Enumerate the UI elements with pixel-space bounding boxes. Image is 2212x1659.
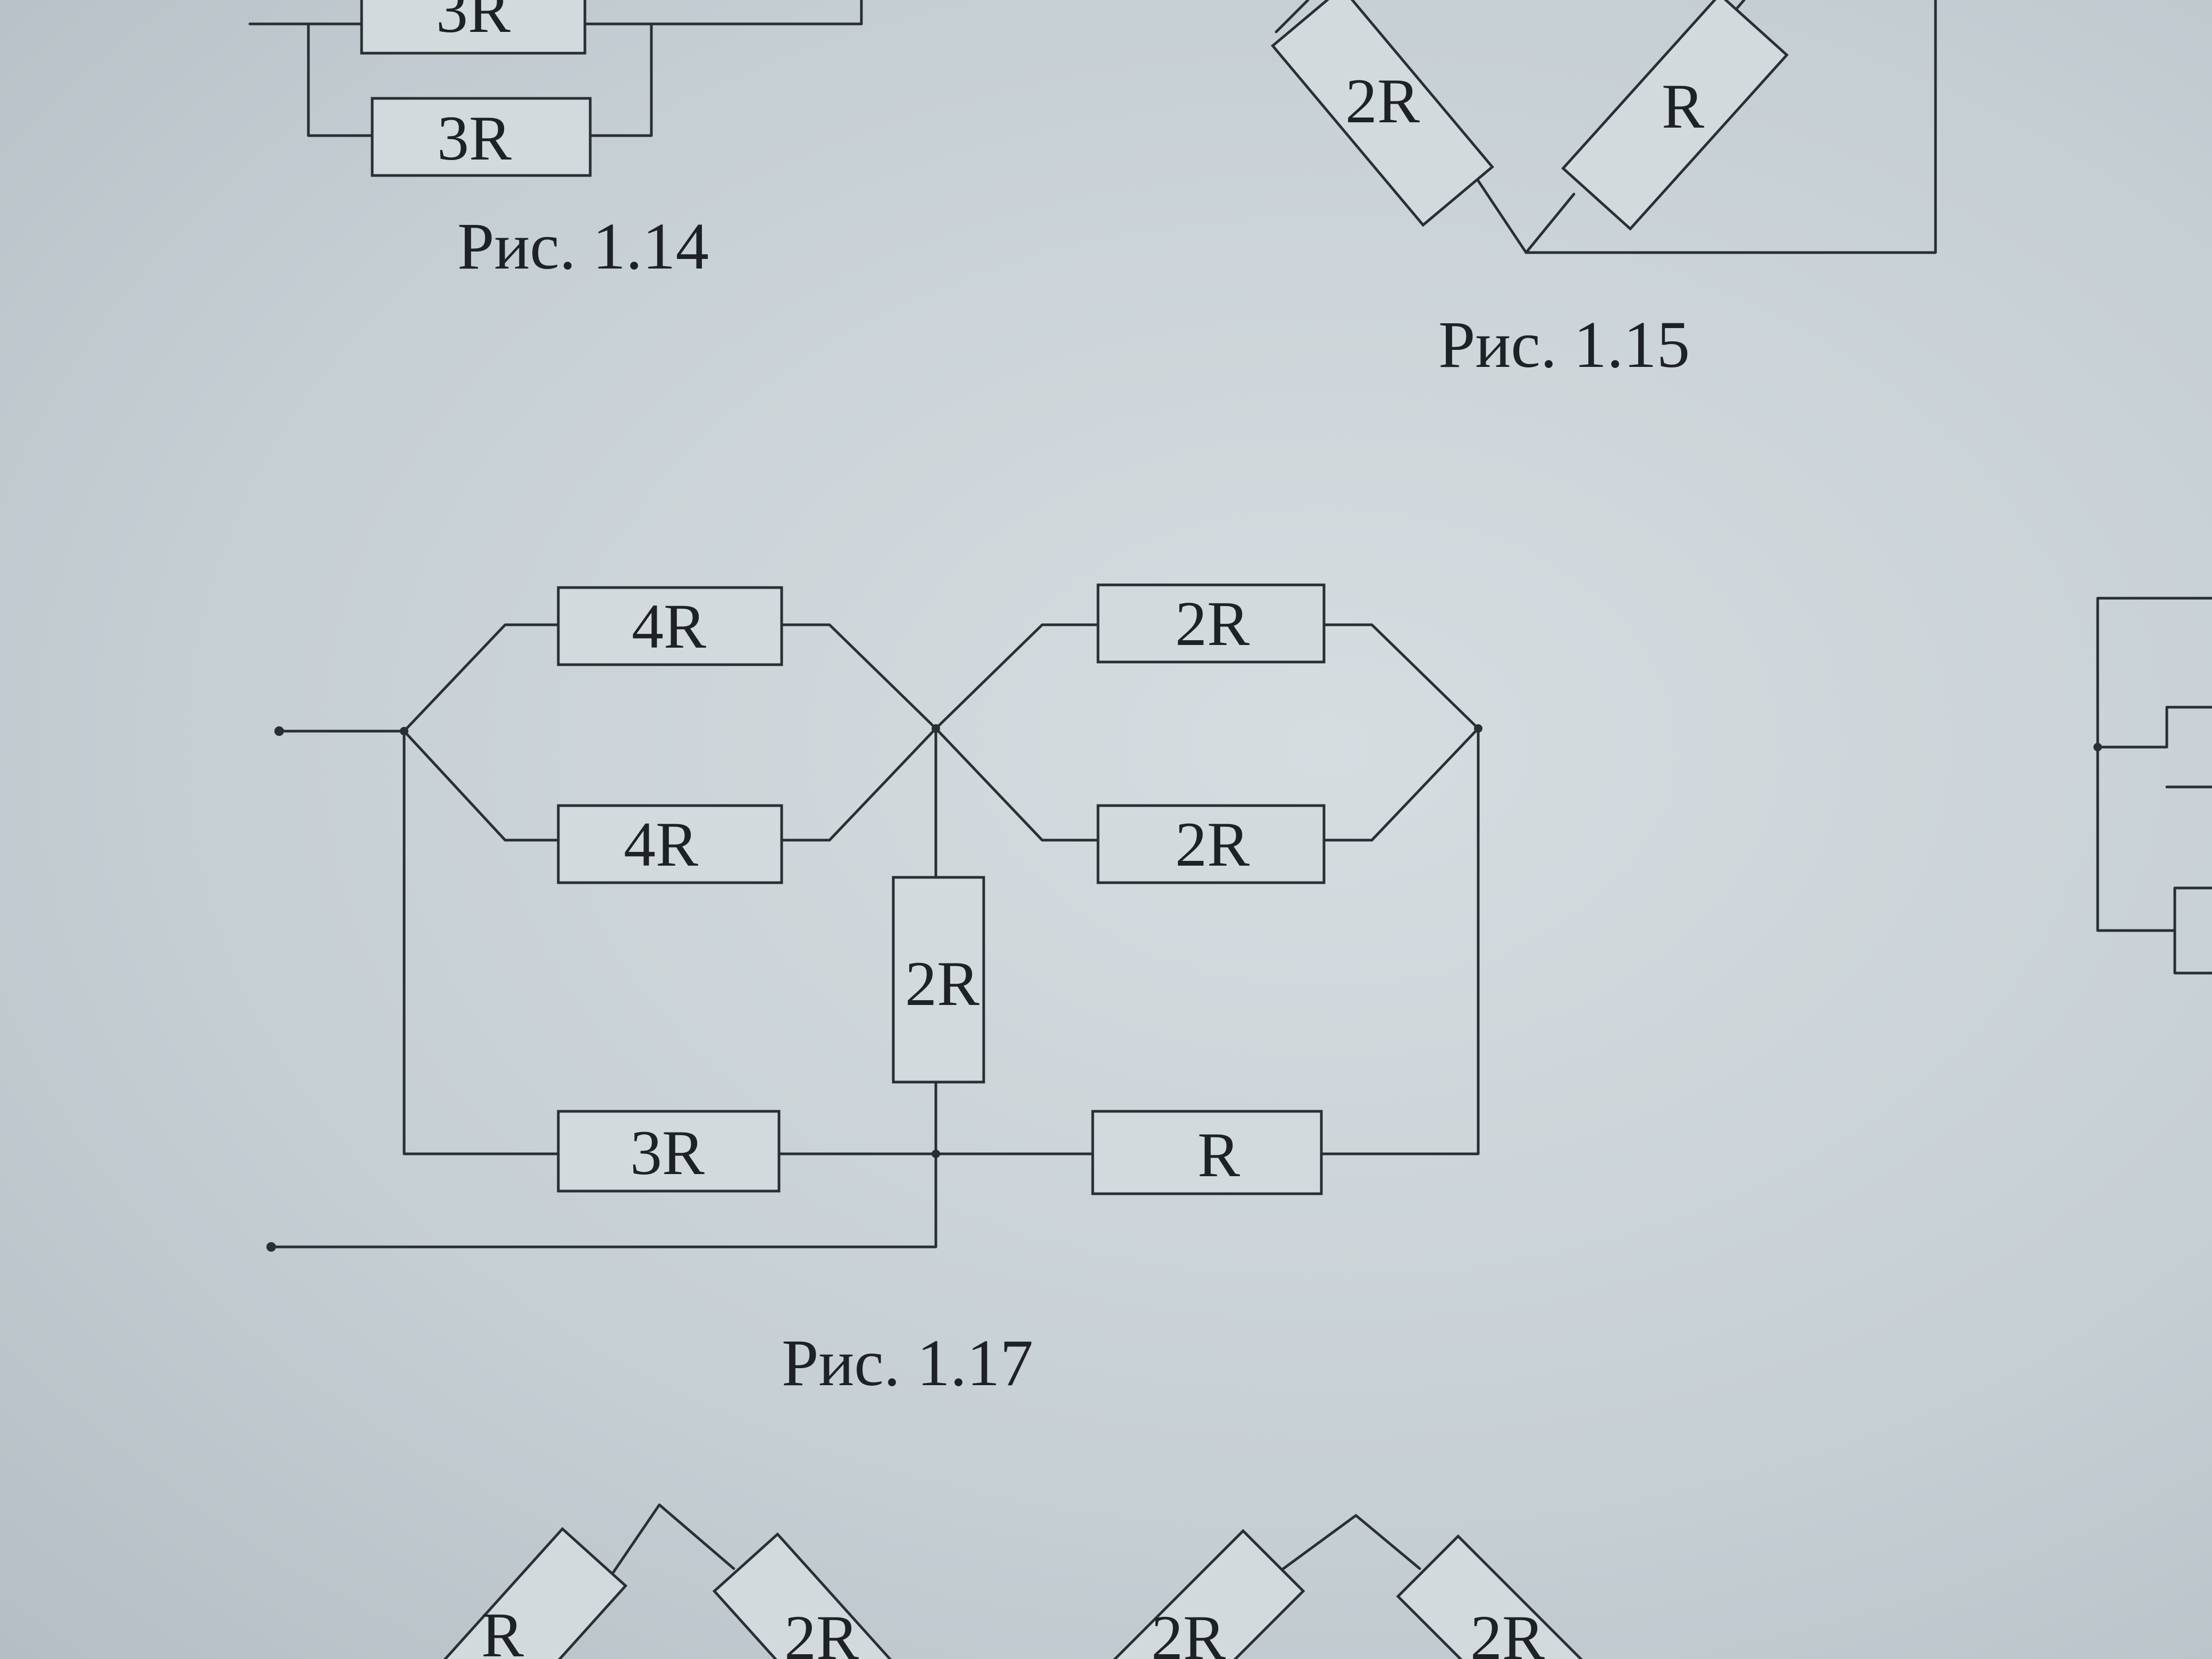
bottom-right-resistor-left-label: 2R <box>1151 1602 1226 1659</box>
fig17-node-right <box>1474 724 1482 733</box>
bottom-left-resistor-r <box>425 1527 628 1659</box>
fig17-resistor-mid-right <box>1096 804 1326 884</box>
fig15-wires <box>1275 0 1937 254</box>
right-partial-wires <box>2096 597 2212 975</box>
fig17-caption: Рис. 1.17 <box>782 1327 1033 1400</box>
fig17-terminal-output <box>266 1242 276 1252</box>
fig14-resistor-bottom <box>371 97 592 177</box>
fig17-resistor-mid-left <box>557 804 783 884</box>
fig17-resistor-top-right-label: 2R <box>1175 588 1250 659</box>
bottom-right-resistor-left <box>1098 1529 1305 1659</box>
figure-bottom-left-partial: R 2R <box>425 1503 915 1659</box>
fig14-resistor-bottom-label: 3R <box>437 103 512 173</box>
fig17-resistor-vertical-label: 2R <box>905 948 979 1019</box>
fig17-node-center <box>932 724 940 733</box>
fig17-top-left-branch <box>403 623 937 733</box>
bottom-right-resistor-right <box>1396 1534 1603 1659</box>
fig17-resistor-bottom-right <box>1091 1110 1323 1195</box>
fig14-resistor-top-label: 3R <box>436 0 510 46</box>
fig17-mid-right-branch <box>934 727 1480 842</box>
fig17-resistor-vertical <box>892 876 985 1084</box>
figure-1-17: 4R 4R 2R 2R 2R 3R R Рис. 1.17 <box>266 583 1482 1400</box>
bottom-left-resistor-2r <box>712 1532 915 1659</box>
figure-1-14: 3R 3R Рис. 1.14 <box>248 0 863 283</box>
bottom-right-partial-wires <box>1275 1514 1421 1576</box>
figure-right-edge-partial <box>2093 597 2212 975</box>
fig15-resistor-2r <box>1270 0 1495 227</box>
bottom-left-resistor-2r-label: 2R <box>784 1602 859 1659</box>
fig17-resistor-top-left-label: 4R <box>632 591 706 661</box>
figure-1-15: 2R R Рис. 1.15 <box>1270 0 1937 382</box>
fig17-resistor-top-right <box>1096 583 1326 664</box>
fig15-caption: Рис. 1.15 <box>1438 308 1690 382</box>
fig17-node-bottom <box>932 1150 940 1158</box>
fig15-resistor-2r-label: 2R <box>1345 65 1420 136</box>
fig17-top-right-branch <box>934 623 1480 730</box>
fig15-resistor-r-label: R <box>1662 71 1704 141</box>
fig17-resistor-bottom-right-label: R <box>1197 1119 1240 1190</box>
fig14-caption: Рис. 1.14 <box>457 210 709 283</box>
fig17-resistor-mid-left-label: 4R <box>624 809 698 879</box>
fig14-branch-wire <box>307 22 653 137</box>
fig14-resistor-top <box>360 0 586 55</box>
fig17-mid-left-branch <box>403 727 937 842</box>
bottom-right-resistor-right-label: 2R <box>1470 1602 1545 1659</box>
fig14-top-wire <box>248 0 863 26</box>
bottom-left-resistor-r-label: R <box>481 1599 524 1659</box>
fig17-center-vertical-and-output <box>270 727 937 1249</box>
fig15-resistor-r <box>1561 0 1789 231</box>
right-partial-node <box>2093 743 2102 751</box>
fig17-resistor-top-left <box>557 586 783 666</box>
figure-bottom-right-partial: 2R 2R <box>1098 1514 1603 1659</box>
fig17-resistor-mid-right-label: 2R <box>1175 809 1250 879</box>
fig17-resistor-bottom-left <box>557 1110 781 1193</box>
fig17-resistor-bottom-left-label: 3R <box>630 1117 705 1188</box>
fig17-node-left <box>400 727 408 735</box>
fig17-terminal-input <box>274 726 284 736</box>
